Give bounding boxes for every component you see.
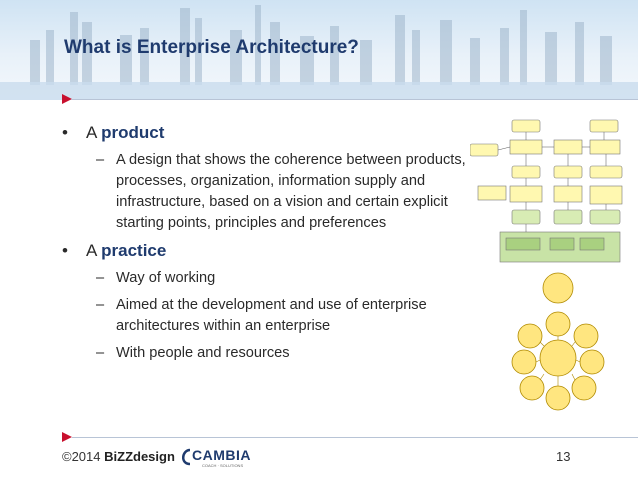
bullet-glyph: • (62, 241, 68, 260)
footer-copyright: ©2014 BiZZdesign (62, 449, 175, 464)
sub-bullet-text: With people and resources (116, 345, 290, 361)
sub-bullet: – A design that shows the coherence betw… (96, 150, 472, 234)
bullet-product: • A product (62, 122, 472, 144)
cambia-logo-subtext: COACH · SOLUTIONS (202, 463, 244, 468)
sub-bullet-text: Way of working (116, 270, 216, 286)
cambia-logo-text: CAMBIA (192, 447, 251, 463)
bullet-glyph: • (62, 123, 68, 142)
bizzdesign-logo: BiZZdesign (104, 449, 175, 464)
sub-bullet-text: Aimed at the development and use of ente… (116, 297, 427, 334)
bullet-term: practice (101, 241, 167, 260)
bullet-prefix: A (86, 241, 102, 260)
slide-title: What is Enterprise Architecture? (64, 37, 359, 58)
sub-bullet: – Way of working (96, 268, 472, 289)
bullet-practice: • A practice (62, 240, 472, 262)
dash-glyph: – (96, 152, 105, 168)
dash-glyph: – (96, 297, 105, 313)
footer-divider (72, 437, 638, 438)
cambia-swoosh-icon (182, 448, 191, 466)
sub-bullet-text: A design that shows the coherence betwee… (116, 152, 466, 231)
bullet-term: product (101, 123, 165, 142)
red-arrow-marker (62, 94, 72, 104)
city-skyline-image (0, 5, 638, 100)
slide-body: • A product – A design that shows the co… (62, 122, 472, 370)
adm-cycle-diagram-image (511, 272, 605, 411)
red-arrow-marker (62, 432, 72, 442)
dash-glyph: – (96, 345, 105, 361)
header-divider (72, 99, 638, 100)
header-banner: What is Enterprise Architecture? (0, 0, 638, 100)
sub-bullet: – Aimed at the development and use of en… (96, 295, 472, 337)
copyright-text: ©2014 (62, 449, 105, 464)
architecture-model-image (470, 119, 623, 263)
bullet-prefix: A (86, 123, 102, 142)
page-number: 13 (556, 449, 571, 464)
dash-glyph: – (96, 270, 105, 286)
sub-bullet: – With people and resources (96, 343, 472, 364)
